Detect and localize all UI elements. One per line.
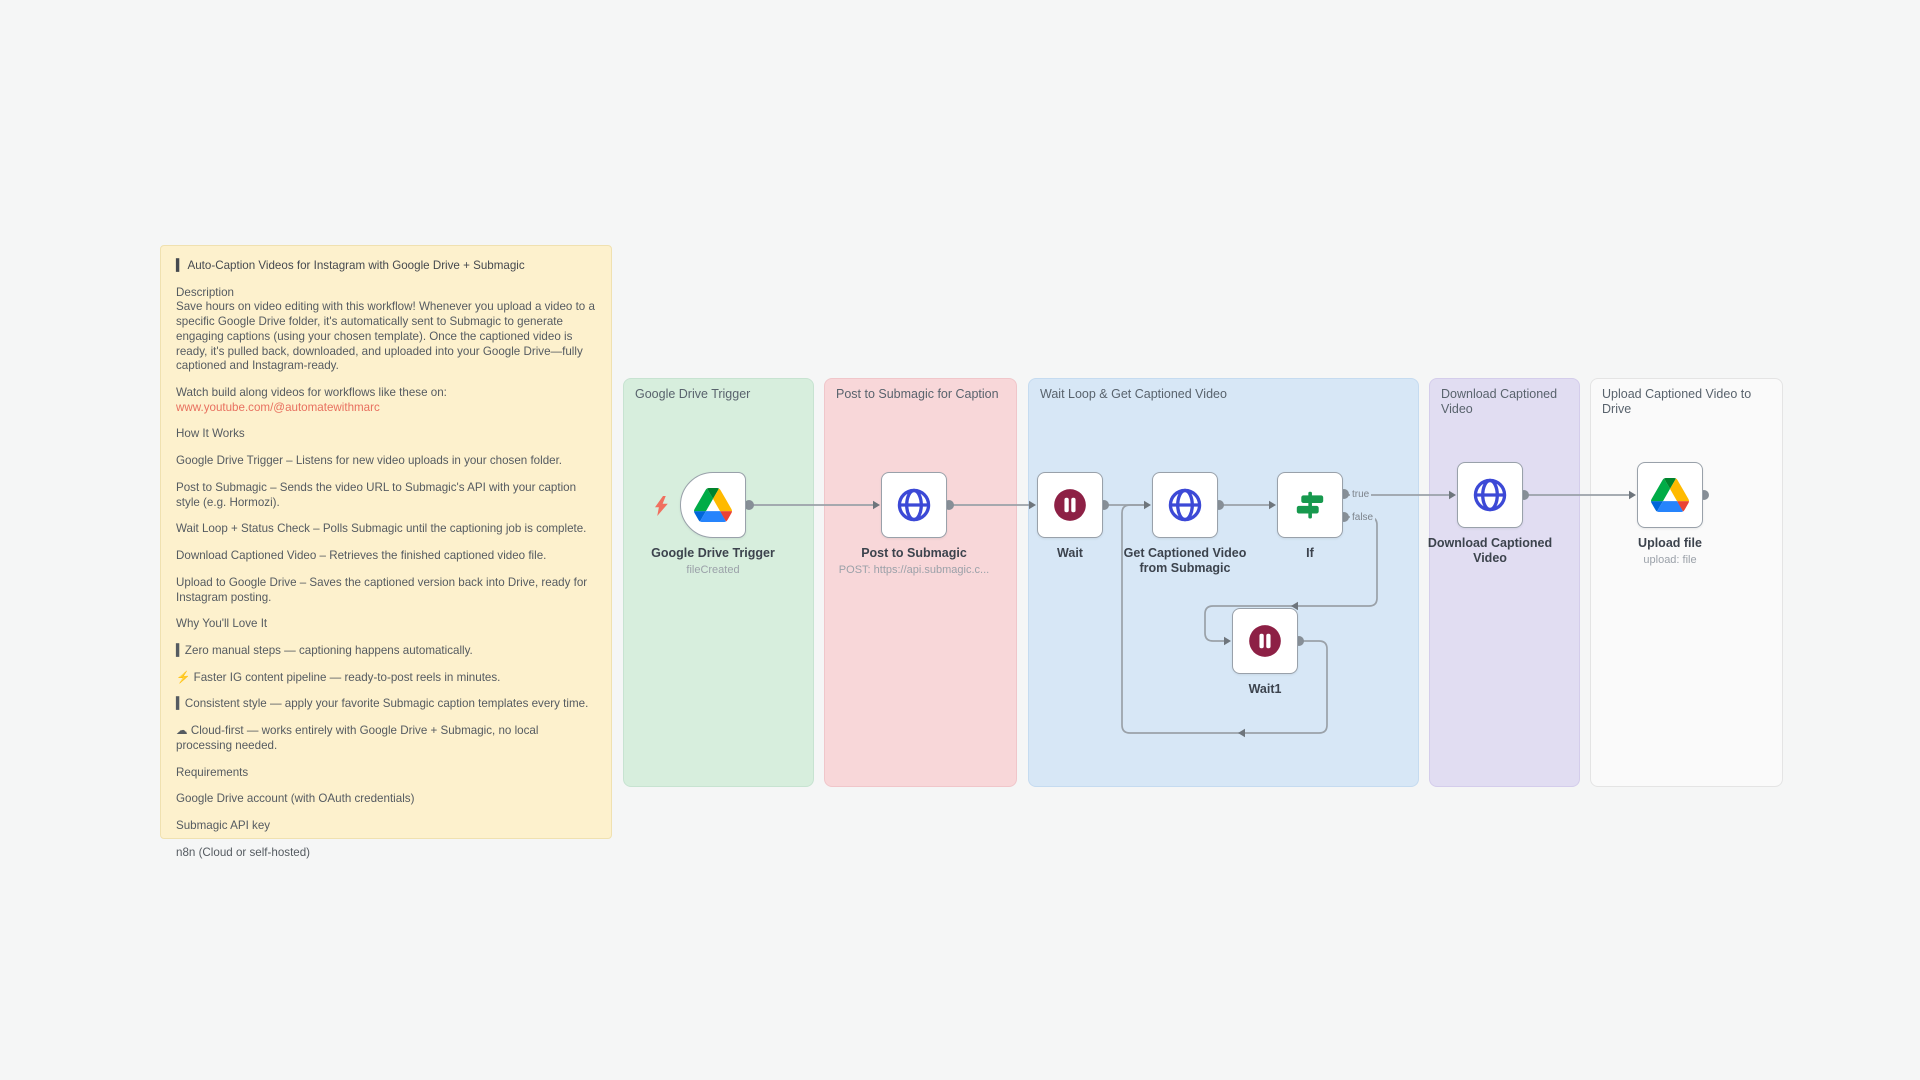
google-drive-icon xyxy=(1651,478,1689,512)
sticky-how-item: Post to Submagic – Sends the video URL t… xyxy=(176,480,577,509)
group-download-video[interactable]: Download Captioned Video xyxy=(1429,378,1580,787)
sticky-requirement: n8n (Cloud or self-hosted) xyxy=(176,845,311,859)
sticky-why-item: ⚡ Faster IG content pipeline — ready-to-… xyxy=(176,670,501,684)
sticky-why-item: ▍Consistent style — apply your favorite … xyxy=(176,697,589,711)
node-label-wait1: Wait1 xyxy=(1248,682,1282,696)
trigger-bolt-icon xyxy=(654,496,669,516)
sticky-why-item: ▍Zero manual steps — captioning happens … xyxy=(176,643,473,657)
signpost-icon xyxy=(1292,487,1328,523)
node-label-wait: Wait xyxy=(1057,546,1083,560)
sticky-title: ▍ Auto-Caption Videos for Instagram with… xyxy=(176,259,525,272)
node-download-captioned-video[interactable] xyxy=(1457,462,1523,528)
sticky-why-heading: Why You'll Love It xyxy=(176,617,268,631)
group-post-to-submagic[interactable]: Post to Submagic for Caption xyxy=(824,378,1017,787)
node-subtitle: upload: file xyxy=(1643,554,1697,567)
node-wait1[interactable] xyxy=(1232,608,1298,674)
node-label-upload-file: Upload file upload: file xyxy=(1585,536,1755,568)
group-label: Download Captioned Video xyxy=(1441,387,1558,416)
if-true-label: true xyxy=(1350,489,1372,501)
node-get-captioned-video[interactable] xyxy=(1152,472,1218,538)
group-google-drive-trigger[interactable]: Google Drive Trigger xyxy=(623,378,814,787)
sticky-requirements-heading: Requirements xyxy=(176,765,249,779)
pause-icon xyxy=(1051,486,1089,524)
node-label-google-drive-trigger: Google Drive Trigger fileCreated xyxy=(628,546,798,578)
sticky-description-label: Description xyxy=(176,285,234,299)
youtube-link[interactable]: www.youtube.com/@automatewithmarc xyxy=(176,400,380,414)
pause-icon xyxy=(1246,622,1284,660)
group-upload-to-drive[interactable]: Upload Captioned Video to Drive xyxy=(1590,378,1783,787)
node-subtitle: fileCreated xyxy=(686,564,740,577)
http-globe-icon xyxy=(1166,486,1204,524)
node-google-drive-trigger[interactable] xyxy=(680,472,746,538)
sticky-how-heading: How It Works xyxy=(176,427,245,441)
sticky-requirement: Submagic API key xyxy=(176,818,271,832)
sticky-how-item: Google Drive Trigger – Listens for new v… xyxy=(176,454,563,468)
sticky-how-item: Upload to Google Drive – Saves the capti… xyxy=(176,575,588,604)
sticky-watch-line: Watch build along videos for workflows l… xyxy=(176,386,447,400)
sticky-note[interactable]: ▍ Auto-Caption Videos for Instagram with… xyxy=(160,245,612,859)
node-label-post-to-submagic: Post to Submagic POST: https://api.subma… xyxy=(829,546,999,578)
node-wait[interactable] xyxy=(1037,472,1103,538)
if-false-label: false xyxy=(1350,512,1376,524)
group-label: Post to Submagic for Caption xyxy=(836,387,999,401)
node-subtitle: POST: https://api.submagic.c... xyxy=(838,564,990,577)
group-label: Upload Captioned Video to Drive xyxy=(1602,387,1752,416)
node-upload-file[interactable] xyxy=(1637,462,1703,528)
google-drive-icon xyxy=(694,488,732,522)
node-if[interactable] xyxy=(1277,472,1343,538)
sticky-how-item: Download Captioned Video – Retrieves the… xyxy=(176,549,547,563)
group-label: Wait Loop & Get Captioned Video xyxy=(1040,387,1227,401)
node-post-to-submagic[interactable] xyxy=(881,472,947,538)
group-label: Google Drive Trigger xyxy=(635,387,751,401)
sticky-requirement: Google Drive account (with OAuth credent… xyxy=(176,792,415,806)
sticky-how-item: Wait Loop + Status Check – Polls Submagi… xyxy=(176,522,587,536)
sticky-why-item: ☁ Cloud-first — works entirely with Goog… xyxy=(176,724,539,752)
sticky-description: Save hours on video editing with this wo… xyxy=(176,300,595,373)
node-label-if: If xyxy=(1306,546,1314,560)
http-globe-icon xyxy=(895,486,933,524)
group-wait-loop[interactable]: Wait Loop & Get Captioned Video xyxy=(1028,378,1419,787)
node-label-download-captioned-video: Download Captioned Video xyxy=(1427,536,1553,566)
http-globe-icon xyxy=(1471,476,1509,514)
node-label-get-captioned-video: Get Captioned Video from Submagic xyxy=(1123,546,1247,576)
